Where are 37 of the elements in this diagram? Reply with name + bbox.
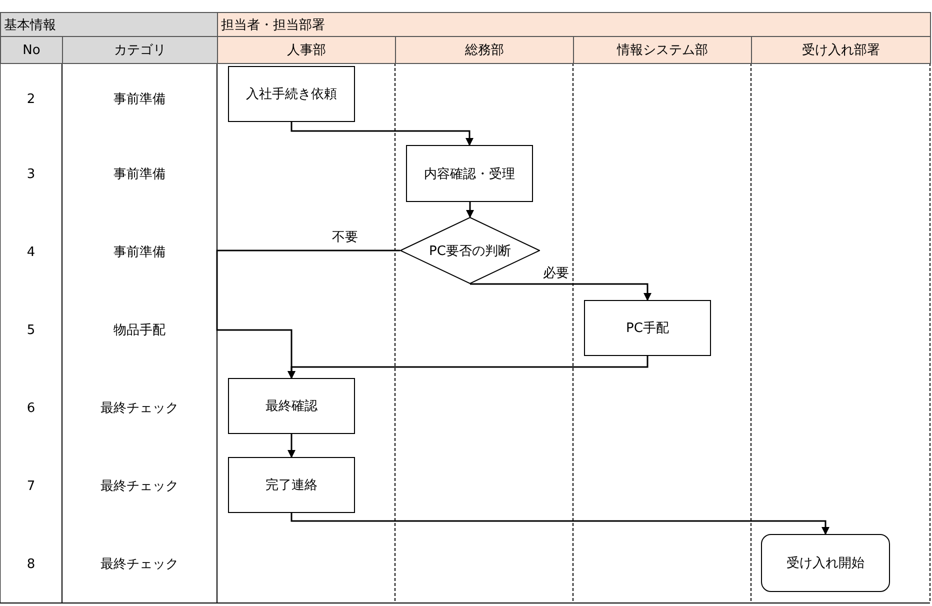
category-label: 最終チェック — [100, 556, 180, 574]
edge-label: 不要 — [330, 228, 360, 246]
process-box: 入社手続き依頼 — [228, 66, 355, 122]
arrow — [288, 434, 296, 458]
header-cell: 情報システム部 — [573, 36, 752, 64]
row-number: 7 — [26, 478, 36, 496]
process-box: 最終確認 — [228, 378, 355, 434]
row-number: 2 — [26, 90, 36, 108]
process-box: 完了連絡 — [228, 457, 355, 513]
header-cell: 総務部 — [395, 36, 574, 64]
category-label: 事前準備 — [112, 91, 166, 109]
process-box: PC手配 — [584, 300, 711, 356]
row-number: 5 — [26, 322, 36, 340]
arrow — [466, 201, 474, 218]
category-label: 事前準備 — [112, 166, 166, 184]
row-number: 3 — [26, 166, 36, 184]
header-cell: 担当者・担当部署 — [217, 12, 931, 37]
edge-label: 必要 — [541, 264, 571, 282]
header-cell: カテゴリ — [62, 36, 218, 64]
decision-diamond: PC要否の判断 — [400, 217, 540, 284]
category-label: 最終チェック — [100, 478, 180, 496]
category-label: 事前準備 — [112, 244, 166, 262]
row-number: 4 — [26, 244, 36, 262]
category-label: 最終チェック — [100, 400, 180, 418]
header-cell: 受け入れ部署 — [751, 36, 931, 64]
header-cell: 基本情報 — [0, 12, 218, 37]
arrow — [290, 122, 474, 146]
arrow — [288, 356, 648, 379]
process-box: 内容確認・受理 — [406, 145, 533, 202]
row-number: 6 — [26, 400, 36, 418]
arrow — [470, 283, 652, 301]
category-label: 物品手配 — [112, 322, 166, 340]
arrow — [290, 513, 830, 535]
row-number: 8 — [26, 556, 36, 574]
terminal-box: 受け入れ開始 — [761, 534, 890, 592]
header-cell: No — [0, 36, 63, 64]
header-cell: 人事部 — [217, 36, 396, 64]
